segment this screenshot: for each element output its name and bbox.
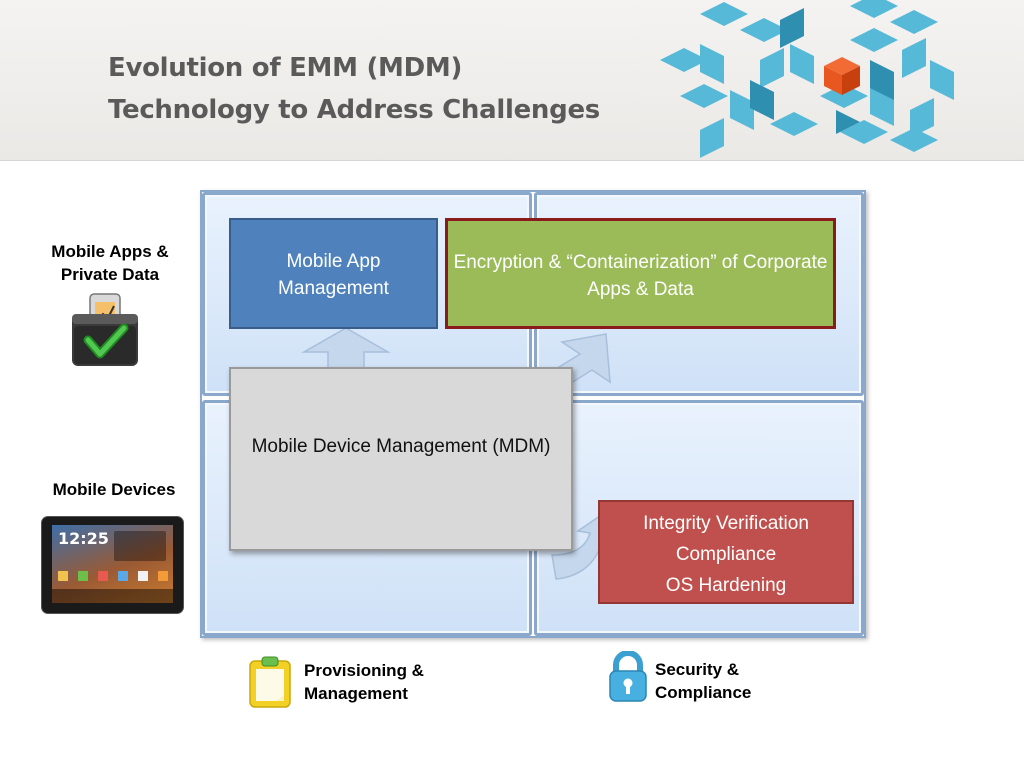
arrow-up-to-mam [301, 327, 391, 370]
row-label-devices: Mobile Devices [52, 480, 176, 499]
title-line-2: Technology to Address Challenges [108, 95, 600, 125]
row-label-apps-data: Mobile Apps & Private Data [51, 242, 169, 284]
cube-pattern-logo [660, 0, 954, 158]
integrity-item-compliance: Compliance [675, 544, 777, 565]
padlock-icon [609, 651, 647, 702]
integrity-item-verification: Integrity Verification [643, 513, 809, 534]
integrity-item-os-hardening: OS Hardening [665, 575, 787, 596]
tablet-dock [52, 589, 173, 603]
mobile-app-management-box: Mobile App Management [229, 218, 438, 329]
title-line-1: Evolution of EMM (MDM) [108, 53, 463, 83]
column-label-security: Security & Compliance [655, 660, 752, 702]
tablet-icon: 12:25 [41, 516, 184, 614]
clipboard-icon [249, 656, 291, 708]
tablet-screen: 12:25 [52, 525, 173, 603]
encryption-containerization-box: Encryption & “Containerization” of Corpo… [445, 218, 836, 329]
column-label-provisioning: Provisioning & Management [304, 661, 424, 703]
slide-title: Evolution of EMM (MDM) Technology to Add… [108, 47, 600, 131]
briefcase-check-icon [72, 293, 138, 366]
tablet-clock: 12:25 [58, 529, 109, 548]
integrity-compliance-box: Integrity Verification Compliance OS Har… [598, 500, 854, 604]
mobile-device-management-box: Mobile Device Management (MDM) [229, 367, 573, 551]
tablet-widget [114, 531, 166, 561]
quadrant-grid [200, 190, 866, 638]
tablet-app-row [58, 571, 168, 583]
